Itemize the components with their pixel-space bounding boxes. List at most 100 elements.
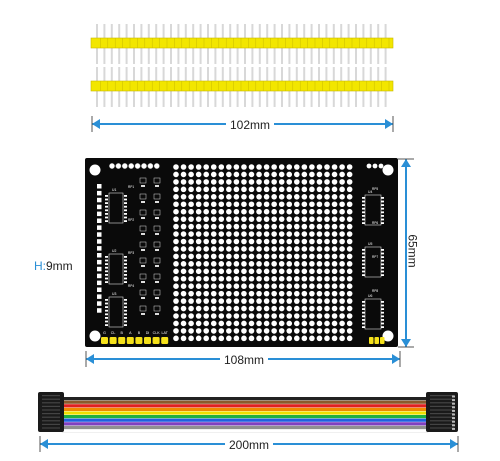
led-dot (309, 305, 315, 312)
led-dot (339, 216, 345, 222)
led-dot (241, 164, 247, 170)
led-dot (218, 216, 225, 222)
side-pad (97, 197, 102, 203)
chip-label: U4 (368, 190, 372, 194)
led-dot (173, 253, 179, 260)
pin-top (192, 24, 195, 39)
cable-connector-left (38, 392, 64, 432)
led-dot (248, 328, 255, 334)
led-dot (248, 223, 255, 230)
led-dot (346, 238, 353, 245)
led-dot (278, 283, 285, 290)
led-dot (271, 253, 277, 260)
led-dot (278, 171, 285, 178)
connector-ridge (430, 409, 454, 411)
ic-pin (124, 299, 127, 301)
led-dot (180, 194, 187, 200)
connector-ridge (430, 398, 454, 400)
top-pad (115, 163, 122, 169)
led-dot (339, 238, 345, 245)
led-dot (210, 313, 217, 319)
led-dot (294, 261, 300, 267)
ic-pin (362, 322, 365, 325)
led-dot (331, 186, 338, 193)
ic-pin (105, 317, 108, 319)
smd-pad (155, 297, 159, 299)
led-dot (271, 186, 277, 193)
led-dot (331, 328, 338, 334)
led-dot (241, 216, 247, 222)
pin-top (170, 24, 172, 39)
led-dot (256, 179, 262, 185)
led-dot (316, 261, 323, 267)
led-dot (346, 305, 353, 312)
led-dot (331, 238, 338, 245)
led-dot (256, 238, 262, 245)
led-dot (180, 268, 187, 275)
led-dot (263, 231, 270, 237)
chip-label: U1 (112, 188, 116, 192)
ic-pin (124, 281, 127, 283)
pin-top (133, 24, 135, 39)
led-dot (173, 290, 179, 297)
led-dot (210, 328, 217, 334)
led-dot (256, 201, 262, 208)
led-dot (203, 268, 209, 275)
smd-pad (141, 297, 145, 299)
pin-top (177, 24, 180, 39)
ic-pin (362, 267, 365, 269)
led-dot (203, 186, 209, 193)
led-dot (241, 208, 247, 215)
pin-bottom (347, 48, 350, 64)
led-dot (256, 305, 262, 312)
pin-top (295, 67, 298, 82)
led-dot (210, 305, 217, 312)
chip-label: U6 (368, 294, 372, 298)
ic-pin (124, 198, 127, 201)
smd-pad (141, 217, 145, 219)
led-dot (294, 328, 300, 334)
led-dot (241, 268, 247, 275)
thickness-prefix: H: (34, 259, 46, 273)
pin-bottom (207, 48, 209, 64)
led-dot (218, 320, 225, 327)
led-dot (203, 238, 209, 245)
smd-part (153, 305, 161, 312)
led-dot (226, 216, 232, 222)
led-dot (286, 171, 293, 178)
led-dot (346, 283, 353, 290)
led-dot (309, 261, 315, 267)
led-dot (203, 179, 209, 185)
led-dot (324, 164, 330, 170)
led-dot (324, 313, 330, 319)
led-dot (294, 290, 300, 297)
led-dot (331, 171, 338, 178)
led-dot (346, 208, 353, 215)
connector-ridge (430, 420, 454, 422)
led-dot (294, 201, 300, 208)
led-dot (248, 283, 255, 290)
smd-pad (141, 249, 145, 251)
led-dot (286, 179, 293, 185)
pin-bottom (303, 48, 306, 64)
pin-top (325, 24, 328, 39)
led-dot (248, 201, 255, 208)
led-dot (294, 179, 300, 185)
led-dot (294, 186, 300, 193)
pin-bottom (355, 91, 357, 107)
smd-pad (155, 201, 159, 203)
pin-top (140, 24, 143, 39)
pin-top (229, 24, 232, 39)
ic-pin (381, 304, 384, 307)
led-dot (180, 179, 187, 185)
ic-pin (362, 315, 365, 318)
ribbon-wire (62, 418, 428, 422)
led-dot (233, 238, 240, 245)
pin-top (199, 24, 202, 39)
led-dot (248, 231, 255, 237)
led-dot (195, 320, 202, 327)
led-dot (226, 283, 232, 290)
led-dot (195, 261, 202, 267)
ic-pin (105, 256, 108, 258)
